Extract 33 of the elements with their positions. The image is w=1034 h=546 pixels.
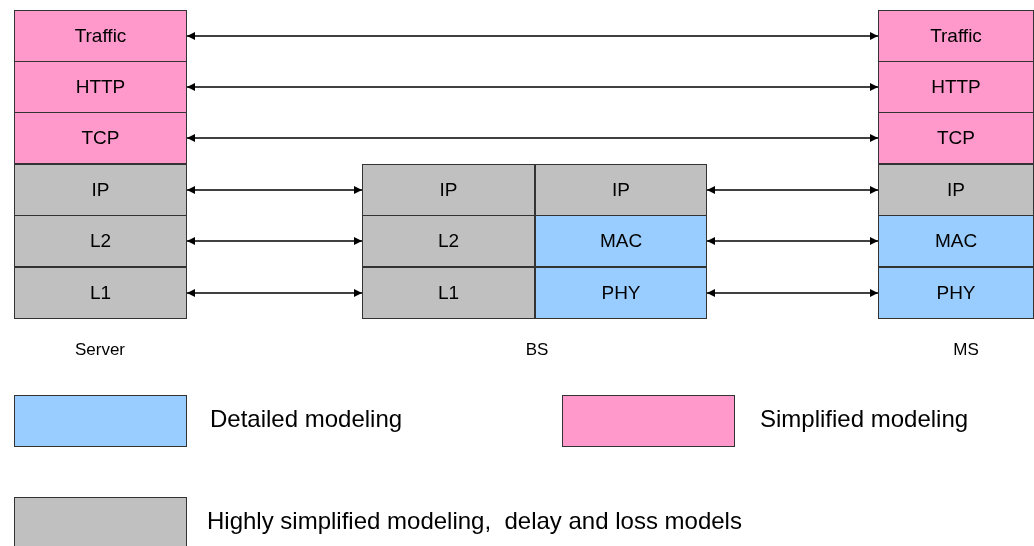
- protocol-layer-box: L2: [362, 215, 535, 267]
- legend-text: Detailed modeling: [210, 405, 403, 433]
- protocol-layer-box: HTTP: [878, 61, 1034, 113]
- stack-label: Server: [74, 340, 126, 360]
- double-arrow: [186, 134, 879, 142]
- double-arrow: [186, 289, 363, 297]
- legend-text: Highly simplified modeling, delay and loss models: [207, 507, 742, 535]
- double-arrow: [186, 186, 363, 194]
- protocol-layer-box: TCP: [14, 112, 187, 164]
- protocol-layer-box: MAC: [878, 215, 1034, 267]
- protocol-layer-box: TCP: [878, 112, 1034, 164]
- protocol-layer-box: IP: [362, 164, 535, 216]
- double-arrow: [706, 237, 879, 245]
- stack-label: BS: [525, 340, 549, 360]
- double-arrow: [706, 289, 879, 297]
- protocol-layer-box: PHY: [535, 267, 707, 319]
- double-arrow: [186, 83, 879, 91]
- protocol-layer-box: L1: [362, 267, 535, 319]
- protocol-layer-box: PHY: [878, 267, 1034, 319]
- protocol-layer-box: L1: [14, 267, 187, 319]
- protocol-layer-box: IP: [878, 164, 1034, 216]
- protocol-layer-box: Traffic: [14, 10, 187, 62]
- protocol-layer-box: IP: [14, 164, 187, 216]
- legend-text: Simplified modeling: [760, 405, 969, 433]
- protocol-layer-box: IP: [535, 164, 707, 216]
- double-arrow: [706, 186, 879, 194]
- protocol-layer-box: Traffic: [878, 10, 1034, 62]
- double-arrow: [186, 32, 879, 40]
- protocol-layer-box: HTTP: [14, 61, 187, 113]
- protocol-layer-box: L2: [14, 215, 187, 267]
- protocol-layer-box: MAC: [535, 215, 707, 267]
- stack-label: MS: [953, 340, 979, 360]
- double-arrow: [186, 237, 363, 245]
